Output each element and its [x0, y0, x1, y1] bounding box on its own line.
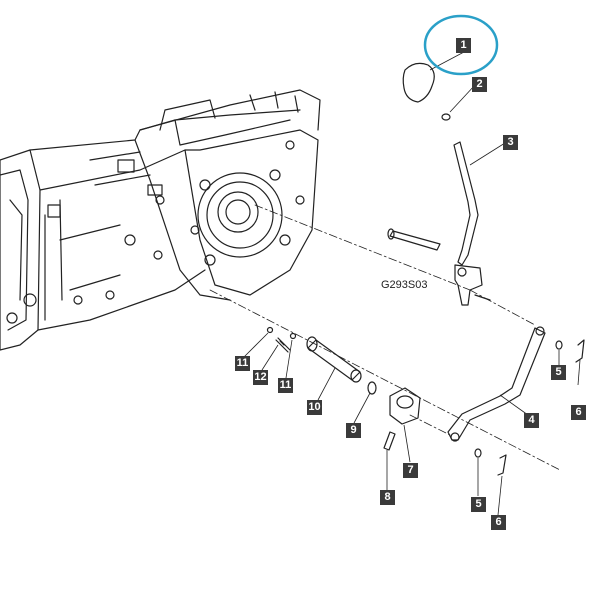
reference-code-label: G293S03 — [381, 279, 428, 291]
callout-8: 8 — [380, 490, 395, 505]
callout-2: 2 — [472, 77, 487, 92]
callout-10: 10 — [307, 400, 322, 415]
transmission-housing — [0, 89, 321, 351]
alignment-lines — [209, 204, 561, 471]
callout-6-lower: 6 — [491, 515, 506, 530]
callout-1: 1 — [456, 38, 471, 53]
callout-12: 12 — [253, 370, 268, 385]
callout-3: 3 — [503, 135, 518, 150]
callout-5-upper: 5 — [551, 365, 566, 380]
callout-11-right: 11 — [278, 378, 293, 393]
part-shift-shaft — [307, 339, 361, 381]
callout-6-upper: 6 — [571, 405, 586, 420]
part-dowel-pin — [389, 230, 441, 251]
callout-11-left: 11 — [235, 356, 250, 371]
part-knob — [402, 62, 435, 103]
part-link-rod — [447, 327, 546, 441]
callout-5-lower: 5 — [471, 497, 486, 512]
callout-7: 7 — [403, 463, 418, 478]
highlight-ring — [423, 14, 499, 76]
part-gear-lever — [453, 141, 479, 266]
callout-4: 4 — [524, 413, 539, 428]
part-nut — [441, 113, 451, 121]
part-selector-fork — [389, 387, 421, 425]
callout-9: 9 — [346, 423, 361, 438]
